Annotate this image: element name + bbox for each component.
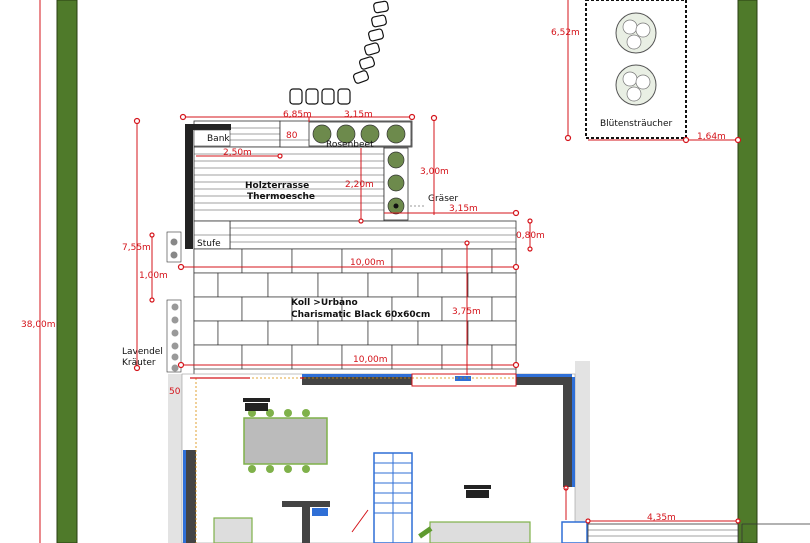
dim-3-75: 3,75m [452,307,481,317]
dim-0-80: 0,80m [516,231,545,241]
stepping-stones [289,0,389,105]
dim-2-50: 2,50m [223,148,252,158]
label-bank: Bank [207,134,230,144]
label-lavendel: Lavendel [122,347,163,357]
label-tiles-line1: Koll >Urbano [291,298,358,308]
dim-1-00: 1,00m [139,271,168,281]
rose-bed [308,121,412,147]
dim-6-85: 6,85m [283,110,312,120]
house [168,361,810,543]
bench [185,124,231,249]
label-terrace-line1: Holzterrasse [245,181,309,191]
label-terrace-line2: Thermoesche [247,192,315,202]
dim-3-15-right: 3,15m [449,204,478,214]
dim-2-20: 2,20m [345,180,374,190]
dim-3-15-top: 3,15m [344,110,373,120]
dim-80: 80 [286,131,298,141]
tile-area [193,248,517,410]
dim-4-35: 4,35m [647,513,676,523]
right-hedge [737,0,758,543]
label-tiles-line2: Charismatic Black 60x60cm [291,310,430,320]
label-stufe: Stufe [197,239,221,249]
dim-3-00: 3,00m [420,167,449,177]
dim-50: 50 [169,387,181,397]
label-kraeuter: Kräuter [122,358,156,368]
dim-10-00-a: 10,00m [350,258,385,268]
label-graeser: Gräser [428,194,458,204]
label-bluetenstraeucher: Blütensträucher [600,119,672,129]
grass-bed [383,147,409,221]
dimension-lines [39,0,742,543]
herb-strip [166,231,182,373]
flower-shrub-bed: Blütensträucher [585,0,687,139]
label-rosenbeet: Rosenbeet [326,140,374,150]
dim-10-00-b: 10,00m [353,355,388,365]
dim-7-55: 7,55m [122,243,151,253]
dim-38-00: 38,00m [21,320,56,330]
dim-1-64: 1,64m [697,132,726,142]
left-hedge [56,0,78,543]
dim-6-52: 6,52m [551,28,580,38]
